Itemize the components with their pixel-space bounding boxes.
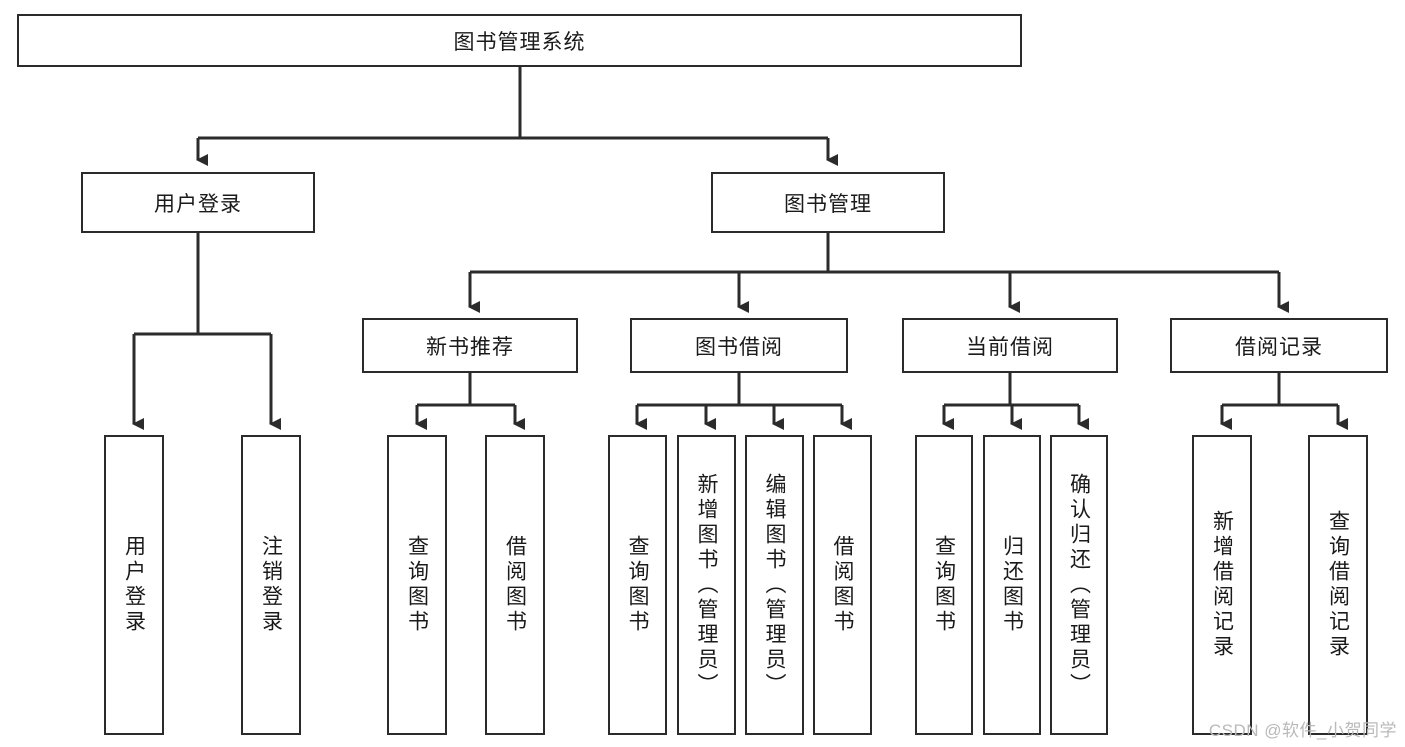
leaf-node-label: 用户登录 [122,535,146,635]
leaf-node-label: 注销登录 [259,535,283,635]
leaf-node[interactable]: 查询图书 [915,435,973,735]
leaf-node-label: 新增图书（管理员） [695,472,718,698]
leaf-node[interactable]: 编辑图书（管理员） [745,435,804,735]
leaf-node-label: 查询借阅记录 [1326,510,1350,660]
leaf-node-label: 借阅图书 [831,535,854,635]
leaf-node[interactable]: 归还图书 [983,435,1041,735]
node-user-login[interactable]: 用户登录 [81,172,315,233]
leaf-node[interactable]: 确认归还（管理员） [1050,435,1108,735]
leaf-node[interactable]: 新增借阅记录 [1192,435,1252,735]
leaf-node-label: 新增借阅记录 [1210,510,1234,660]
node-new-book-recommend-label: 新书推荐 [426,335,514,359]
leaf-node[interactable]: 查询图书 [608,435,667,735]
node-book-management-label: 图书管理 [784,192,872,216]
leaf-node[interactable]: 用户登录 [104,435,164,735]
leaf-node[interactable]: 查询图书 [387,435,447,735]
leaf-node-label: 归还图书 [1000,535,1024,635]
node-current-borrow[interactable]: 当前借阅 [902,318,1118,373]
node-book-borrow-label: 图书借阅 [695,335,783,359]
leaf-node-label: 借阅图书 [503,535,527,635]
leaf-node[interactable]: 新增图书（管理员） [677,435,736,735]
node-new-book-recommend[interactable]: 新书推荐 [362,318,578,373]
node-current-borrow-label: 当前借阅 [966,335,1054,359]
node-root[interactable]: 图书管理系统 [17,14,1022,67]
node-borrow-record[interactable]: 借阅记录 [1170,318,1388,373]
node-book-borrow[interactable]: 图书借阅 [630,318,848,373]
leaf-node[interactable]: 借阅图书 [485,435,545,735]
leaf-node-label: 查询图书 [626,535,649,635]
leaf-node[interactable]: 借阅图书 [813,435,872,735]
node-user-login-label: 用户登录 [154,192,242,216]
node-borrow-record-label: 借阅记录 [1235,335,1323,359]
node-root-label: 图书管理系统 [453,30,586,54]
leaf-node-label: 查询图书 [932,535,956,635]
leaf-node-label: 查询图书 [405,535,429,635]
node-book-management[interactable]: 图书管理 [711,172,945,233]
leaf-node[interactable]: 查询借阅记录 [1308,435,1368,735]
leaf-node-label: 确认归还（管理员） [1067,472,1091,698]
leaf-node[interactable]: 注销登录 [241,435,301,735]
leaf-node-label: 编辑图书（管理员） [763,472,786,698]
